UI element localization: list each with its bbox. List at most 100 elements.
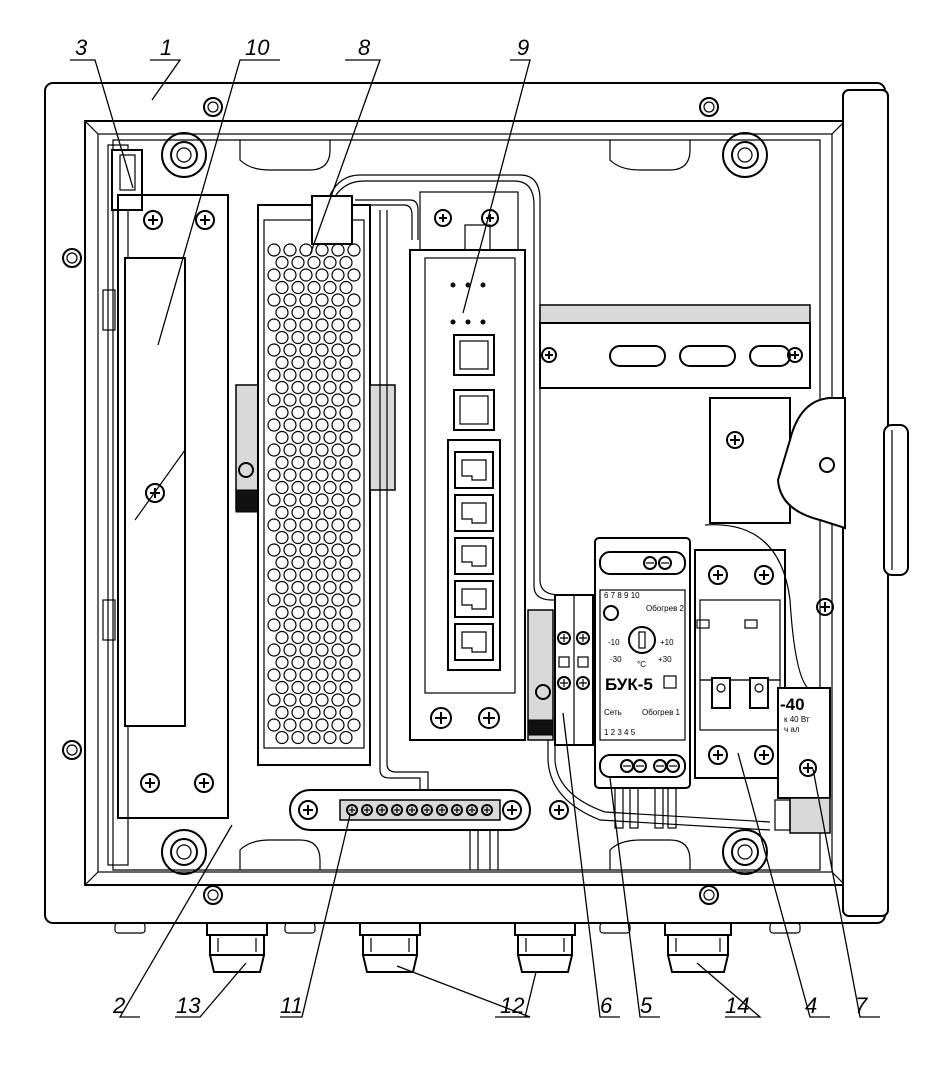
power-supply bbox=[235, 195, 396, 766]
vent-hole bbox=[283, 568, 297, 582]
vent-hole bbox=[291, 505, 305, 520]
ground-terminal-screw bbox=[481, 804, 493, 816]
vent-hole bbox=[339, 655, 353, 670]
vent-hole bbox=[291, 655, 305, 670]
switch-bracket-screw bbox=[434, 209, 452, 227]
vent-hole bbox=[291, 405, 305, 420]
vent-hole bbox=[299, 493, 313, 507]
vent-hole bbox=[315, 443, 329, 457]
ground-terminal-screw bbox=[376, 804, 388, 816]
vent-hole bbox=[267, 293, 281, 307]
vent-hole bbox=[275, 705, 289, 720]
vent-hole bbox=[283, 543, 297, 557]
psu-vent-grid bbox=[267, 243, 361, 745]
vent-hole bbox=[275, 430, 289, 445]
callout-6: 6 bbox=[600, 993, 613, 1018]
vent-hole bbox=[275, 455, 289, 470]
vent-hole bbox=[299, 718, 313, 732]
vent-hole bbox=[307, 505, 321, 520]
ethernet-port bbox=[454, 623, 494, 661]
heater-breaker-sub: ч ал bbox=[784, 725, 800, 734]
vent-hole bbox=[331, 243, 345, 257]
ethernet-port bbox=[454, 494, 494, 532]
frame-screw bbox=[62, 740, 82, 760]
vent-hole bbox=[323, 555, 337, 570]
vent-hole bbox=[307, 280, 321, 295]
ground-terminal-screw bbox=[346, 804, 358, 816]
vent-hole bbox=[323, 630, 337, 645]
relay-scale-bottom-right: +30 bbox=[658, 655, 672, 664]
ethernet-port-group bbox=[454, 451, 494, 661]
vent-hole bbox=[299, 368, 313, 382]
vent-hole bbox=[299, 443, 313, 457]
vent-hole bbox=[275, 680, 289, 695]
vent-hole bbox=[307, 255, 321, 270]
vent-hole bbox=[347, 718, 361, 732]
vent-hole bbox=[307, 605, 321, 620]
vent-hole bbox=[315, 318, 329, 332]
vent-hole bbox=[339, 280, 353, 295]
vent-hole bbox=[307, 380, 321, 395]
vent-hole bbox=[299, 468, 313, 482]
vent-hole bbox=[323, 455, 337, 470]
vent-hole bbox=[267, 493, 281, 507]
terminal-screw bbox=[557, 676, 571, 690]
vent-hole bbox=[299, 643, 313, 657]
vent-hole bbox=[283, 318, 297, 332]
breaker-screw bbox=[754, 565, 774, 585]
callout-11: 11 bbox=[280, 993, 303, 1018]
vent-hole bbox=[339, 380, 353, 395]
vent-hole bbox=[347, 568, 361, 582]
vent-hole bbox=[315, 718, 329, 732]
vent-hole bbox=[275, 405, 289, 420]
vent-hole bbox=[347, 243, 361, 257]
vent-hole bbox=[323, 580, 337, 595]
relay-output2-caption: Обогрев 2 bbox=[646, 604, 685, 613]
callout-14: 14 bbox=[725, 993, 749, 1018]
vent-hole bbox=[267, 543, 281, 557]
vent-hole bbox=[331, 618, 345, 632]
vent-hole bbox=[307, 480, 321, 495]
wiring bbox=[329, 174, 771, 870]
vent-hole bbox=[347, 468, 361, 482]
vent-hole bbox=[323, 530, 337, 545]
latch-screw bbox=[726, 431, 744, 449]
vent-hole bbox=[275, 580, 289, 595]
vent-hole bbox=[347, 693, 361, 707]
relay-scale-right: +10 bbox=[660, 638, 674, 647]
vent-hole bbox=[291, 705, 305, 720]
vent-hole bbox=[347, 668, 361, 682]
vent-hole bbox=[291, 430, 305, 445]
vent-hole bbox=[347, 618, 361, 632]
heater-screw bbox=[140, 773, 160, 793]
vent-hole bbox=[283, 418, 297, 432]
relay-input-caption: Сеть bbox=[604, 708, 622, 717]
callout-3: 3 bbox=[75, 35, 88, 60]
vent-hole bbox=[315, 643, 329, 657]
ground-bar-screw bbox=[298, 800, 318, 820]
vent-hole bbox=[347, 393, 361, 407]
vent-hole bbox=[331, 643, 345, 657]
vent-hole bbox=[323, 280, 337, 295]
vent-hole bbox=[299, 393, 313, 407]
vent-hole bbox=[315, 543, 329, 557]
callout-1: 1 bbox=[160, 35, 172, 60]
callout-4: 4 bbox=[805, 993, 817, 1018]
vent-hole bbox=[275, 655, 289, 670]
vent-hole bbox=[307, 555, 321, 570]
vent-hole bbox=[307, 455, 321, 470]
vent-hole bbox=[275, 380, 289, 395]
cable-gland-left bbox=[206, 922, 268, 973]
breaker-screw bbox=[708, 565, 728, 585]
vent-hole bbox=[331, 543, 345, 557]
vent-hole bbox=[315, 518, 329, 532]
ground-terminal-screw bbox=[451, 804, 463, 816]
vent-hole bbox=[291, 605, 305, 620]
cable-gland-mid-right bbox=[514, 922, 576, 973]
vent-hole bbox=[291, 305, 305, 320]
vent-hole bbox=[339, 255, 353, 270]
vent-hole bbox=[315, 268, 329, 282]
relay-screw bbox=[643, 556, 657, 570]
vent-hole bbox=[331, 318, 345, 332]
heater-screw bbox=[194, 773, 214, 793]
